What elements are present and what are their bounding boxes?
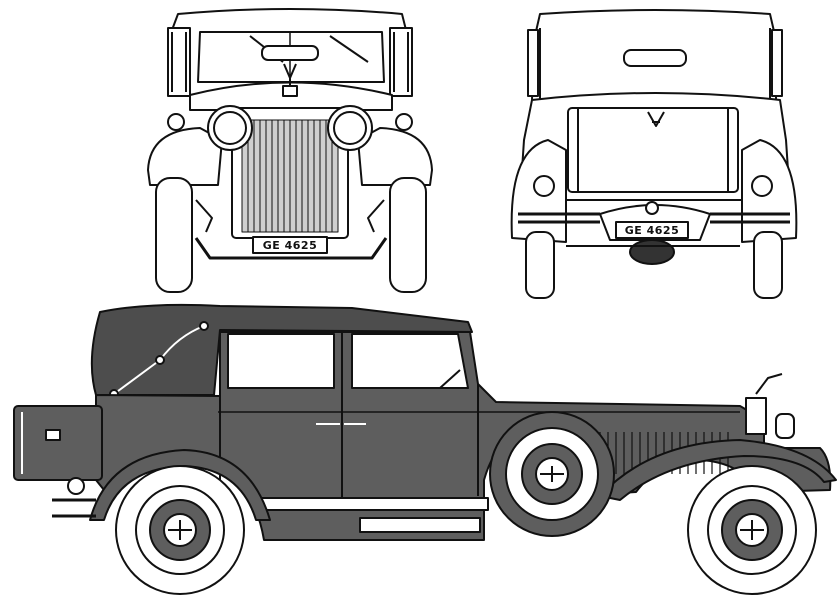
side-radiator [745, 397, 767, 435]
rear-badge [647, 111, 665, 127]
front-fender-right [357, 127, 433, 186]
rear-view-mirror [261, 45, 319, 61]
running-board [261, 497, 489, 511]
tail-lamp-left [533, 175, 555, 197]
front-fender-left [147, 127, 223, 186]
side-view [13, 303, 837, 595]
rear-view: GE 4625 [510, 9, 798, 299]
side-window-front [351, 333, 469, 389]
side-lamp-right [395, 113, 413, 131]
rear-tyre-right [753, 231, 783, 299]
rear-tyre-left [525, 231, 555, 299]
side-rear-fender [89, 449, 271, 521]
side-lamp-left [167, 113, 185, 131]
front-plate-text: GE 4625 [263, 239, 318, 252]
front-view: GE 4625 [147, 8, 433, 293]
rear-differential [629, 239, 675, 265]
tail-lamp-right [751, 175, 773, 197]
side-trunk [13, 405, 103, 481]
side-window-rear [227, 333, 335, 389]
side-mascot [755, 373, 783, 395]
side-front-fender [599, 439, 837, 501]
front-tyre-right [389, 177, 427, 293]
wiper-right [329, 35, 369, 63]
rear-plate [615, 221, 689, 239]
side-roof [90, 303, 473, 396]
front-plate [252, 236, 328, 254]
radiator-grille [241, 119, 339, 233]
front-tyre-left [155, 177, 193, 293]
front-bumper [194, 237, 388, 260]
rear-trunk [567, 107, 739, 193]
rear-window [623, 49, 687, 67]
rear-plate-text: GE 4625 [625, 224, 680, 237]
